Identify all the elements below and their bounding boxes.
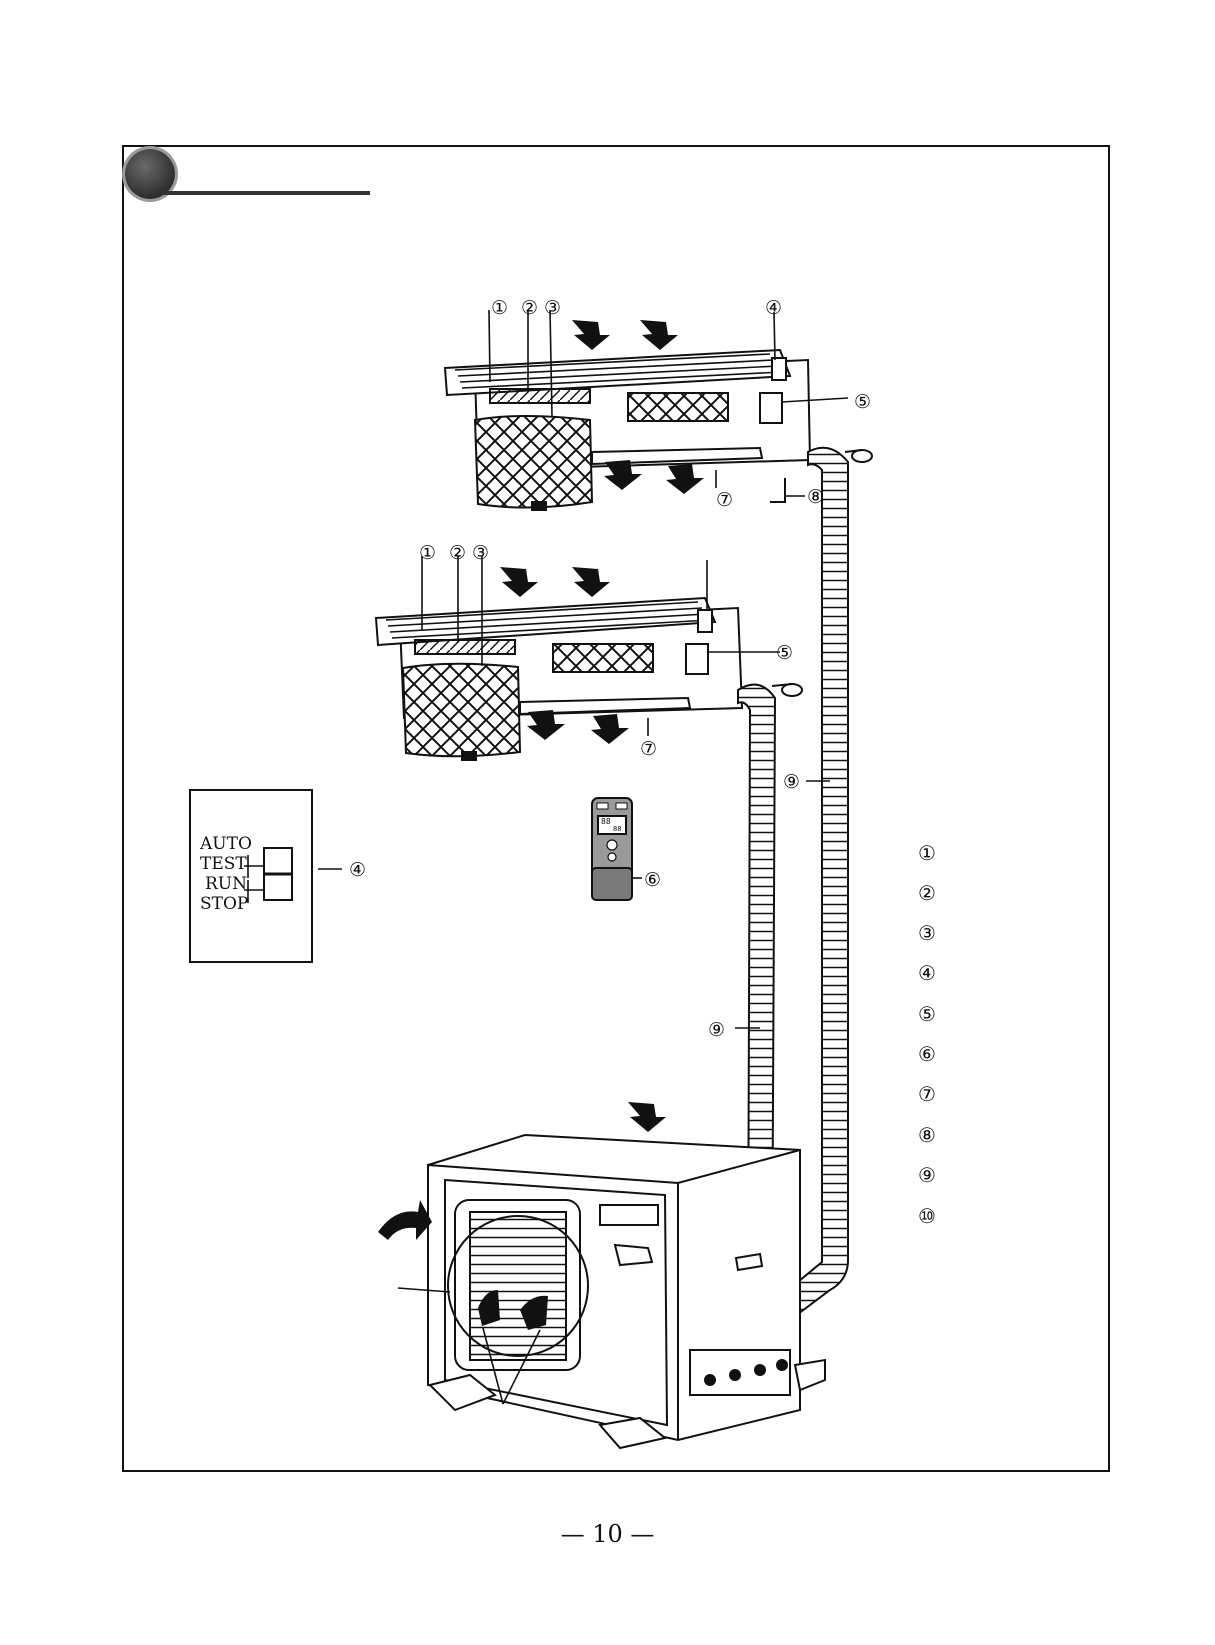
legend-item-1: ①	[918, 843, 936, 863]
callout-6: ⑥	[644, 870, 661, 890]
callout-9b: ⑨	[708, 1020, 725, 1040]
callout-3b: ③	[472, 543, 489, 563]
callout-2b: ②	[449, 543, 466, 563]
callout-3: ③	[544, 298, 561, 318]
remote-display-line-1: 88	[601, 818, 611, 826]
callout-1: ①	[491, 298, 508, 318]
callout-8: ⑧	[807, 487, 824, 507]
callout-7: ⑦	[716, 490, 733, 510]
callout-1b: ①	[419, 543, 436, 563]
switch-label-test: TEST	[200, 854, 247, 874]
callout-5: ⑤	[854, 392, 871, 412]
legend-item-7: ⑦	[918, 1084, 936, 1104]
indoor-unit-2	[376, 598, 742, 760]
legend-item-4: ④	[918, 963, 936, 983]
outdoor-unit	[428, 1135, 825, 1448]
switch-label-run: RUN	[205, 874, 247, 894]
remote-control	[592, 798, 632, 900]
legend-item-9: ⑨	[918, 1165, 936, 1185]
legend-item-6: ⑥	[918, 1044, 936, 1064]
legend-item-5: ⑤	[918, 1004, 936, 1024]
callout-5b: ⑤	[776, 643, 793, 663]
legend-item-2: ②	[918, 883, 936, 903]
callout-4: ④	[765, 298, 782, 318]
legend-item-8: ⑧	[918, 1125, 936, 1145]
legend-item-10: ⑩	[918, 1206, 936, 1226]
callout-9: ⑨	[783, 772, 800, 792]
switch-label-stop: STOP	[200, 894, 248, 914]
remote-display-line-2: 88	[613, 826, 621, 833]
indoor-unit-1	[445, 350, 810, 510]
callout-4b: ④	[349, 860, 366, 880]
callout-7b: ⑦	[640, 739, 657, 759]
switch-label-auto: AUTO	[200, 834, 252, 854]
page-number: — 10 —	[0, 1520, 1215, 1548]
legend-item-3: ③	[918, 923, 936, 943]
callout-2: ②	[521, 298, 538, 318]
